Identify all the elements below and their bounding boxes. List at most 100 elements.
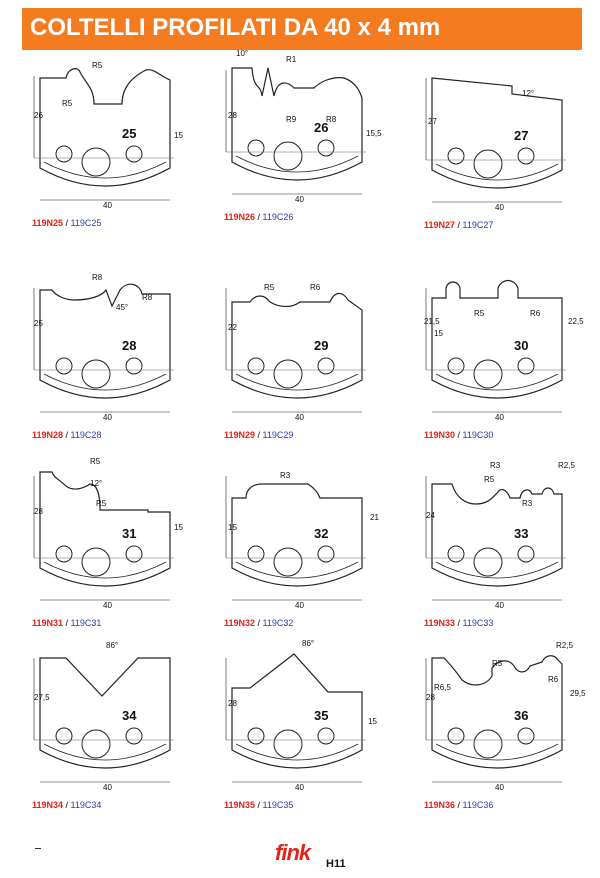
code-c: 119C35 [262,800,294,810]
mounting-hole [81,147,111,177]
mounting-hole [317,357,335,375]
dimension-label: 15 [228,523,237,532]
dimension-label: R6 [548,675,559,684]
mounting-hole [247,357,265,375]
mounting-hole [517,545,535,563]
mounting-hole [447,357,465,375]
dimension-label: 21 [370,513,379,522]
knife-outline [39,68,171,187]
dimension-label: R8 [142,293,153,302]
code-n: 119N25 [32,218,64,228]
knife-number: 35 [314,708,328,723]
code-c: 119C32 [262,618,294,628]
dimension-label: 22,5 [568,317,584,326]
mounting-hole [55,145,73,163]
code-c: 119C27 [462,220,494,230]
code-c: 119C31 [70,618,102,628]
dimension-label: 24 [426,511,435,520]
dimension-label: 40 [495,203,504,212]
knife-outline [431,77,563,189]
knife-number: 26 [314,120,328,135]
mounting-hole [273,359,303,389]
mounting-hole [473,547,503,577]
dimension-label: 22 [228,323,237,332]
knife-outline [231,483,363,587]
knife-code: 119N28 / 119C28 [32,430,101,440]
dimension-label: 10° [236,49,248,58]
code-n: 119N36 [424,800,456,810]
knife-outline [39,283,171,399]
dimension-label: R6 [530,309,541,318]
dimension-label: R3 [522,499,533,508]
mounting-hole [273,547,303,577]
dimension-label: R5 [484,475,495,484]
mounting-hole [517,727,535,745]
dimension-label: 40 [495,783,504,792]
dimension-label: 40 [103,201,112,210]
knife-bevel-line [43,743,167,761]
mounting-hole [447,545,465,563]
knife-bevel-line [435,163,559,181]
knife-number: 27 [514,128,528,143]
dimension-label: 86° [302,639,314,648]
mounting-hole [473,729,503,759]
code-n: 119N35 [224,800,256,810]
code-n: 119N34 [32,800,64,810]
knife-number: 30 [514,338,528,353]
knife-bevel-line [235,561,359,579]
dimension-label: 40 [295,195,304,204]
mounting-hole [55,545,73,563]
code-separator: / [455,220,463,230]
knife-number: 34 [122,708,137,723]
knife-outline [39,657,171,769]
code-c: 119C34 [70,800,102,810]
dimension-label: R5 [92,61,103,70]
knife-number: 25 [122,126,136,141]
mounting-hole [273,141,303,171]
code-separator: / [63,800,71,810]
mounting-hole [247,545,265,563]
dimension-label: R5 [62,99,73,108]
code-c: 119C30 [462,430,494,440]
code-n: 119N31 [32,618,64,628]
code-separator: / [63,618,71,628]
dimension-label: R9 [286,115,297,124]
dimension-label: R2,5 [556,641,573,650]
dimension-label: 40 [495,601,504,610]
knife-outline [231,653,363,769]
logo-text: fink [275,840,311,865]
dimension-label: R3 [490,461,501,470]
knife-number: 29 [314,338,328,353]
dimension-label: 12° [522,89,534,98]
code-c: 119C25 [70,218,102,228]
mounting-hole [447,147,465,165]
code-separator: / [63,430,71,440]
mounting-hole [273,729,303,759]
knife-number: 36 [514,708,528,723]
dimension-label: R3 [280,471,291,480]
knife-bevel-line [235,155,359,173]
dimension-label: 28 [228,111,237,120]
knife-number: 31 [122,526,136,541]
dimension-label: 12° [90,479,102,488]
knife-code: 119N36 / 119C36 [424,800,493,810]
dimension-label: 26 [34,111,43,120]
dimension-label: 15 [174,523,183,532]
knife-outline [39,471,171,587]
mounting-hole [55,357,73,375]
dimension-label: R5 [264,283,275,292]
mounting-hole [125,727,143,745]
knife-bevel-line [235,743,359,761]
dimension-label: 40 [295,601,304,610]
knife-bevel-line [435,561,559,579]
code-c: 119C36 [462,800,494,810]
code-c: 119C33 [462,618,494,628]
dimension-label: 28 [228,699,237,708]
